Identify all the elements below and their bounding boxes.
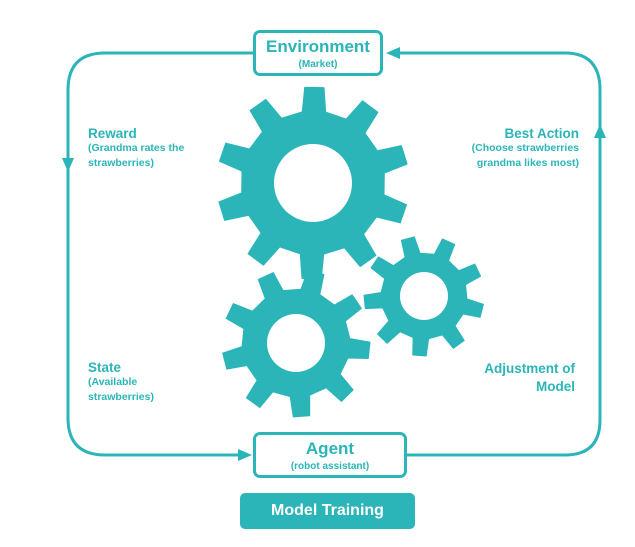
best-action-desc-line1: (Choose strawberries [471,142,579,154]
gear-icon [363,236,484,357]
state-desc-line1: (Available [88,376,138,388]
arrow-icon [386,47,400,59]
agent-title: Agent [305,439,355,458]
gear-icon [222,269,371,418]
model-training-button[interactable]: Model Training [240,493,415,529]
arrow-icon [62,158,74,172]
state-title: State [88,360,122,375]
agent-box: Agent (robot assistant) [253,432,407,478]
state-label: State (Available strawberries) [88,360,238,405]
agent-subtitle: (robot assistant) [290,461,370,472]
arrow-icon [238,449,252,461]
environment-title: Environment [266,37,370,56]
arrow-icon [594,124,606,138]
best-action-label: Best Action (Choose strawberries grandma… [409,126,579,171]
best-action-title: Best Action [504,126,579,141]
gear-icon [218,86,408,280]
reward-desc-line2: strawberries) [88,157,154,169]
loop-left-path [66,51,253,457]
reward-label: Reward (Grandma rates the strawberries) [88,126,238,171]
adjustment-line2: Model [536,379,575,394]
environment-box: Environment (Market) [253,30,383,76]
state-desc-line2: strawberries) [88,391,154,403]
adjustment-label: Adjustment of Model [445,360,575,396]
loop-right-path [398,51,602,457]
environment-subtitle: (Market) [298,59,338,70]
reward-desc-line1: (Grandma rates the [88,142,185,154]
adjustment-line1: Adjustment of [484,361,575,376]
reward-title: Reward [88,126,137,141]
best-action-desc-line2: grandma likes most) [476,157,579,169]
